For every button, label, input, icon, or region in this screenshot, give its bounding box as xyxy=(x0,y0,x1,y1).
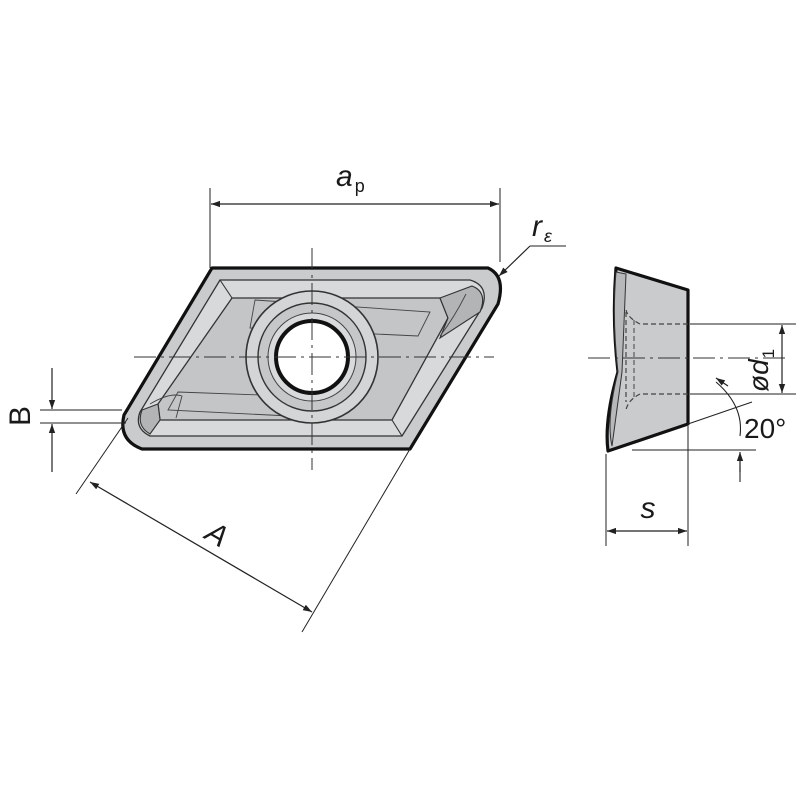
dimension-b: B xyxy=(4,368,126,472)
corner-facet-right xyxy=(438,285,484,340)
hidden-hole-outline xyxy=(625,309,688,411)
insert-side-view xyxy=(588,266,790,453)
dimension-s: s xyxy=(605,426,689,546)
corner-facet-left xyxy=(139,403,161,435)
insert-front-view xyxy=(121,248,502,470)
label-b: B xyxy=(4,406,37,426)
side-relief-face xyxy=(609,271,627,447)
label-s: s xyxy=(641,492,656,525)
dimension-angle: 20° xyxy=(632,377,786,482)
dimension-d1: ød1 xyxy=(690,323,796,395)
label-d1: ød1 xyxy=(743,349,778,392)
label-angle: 20° xyxy=(744,413,786,444)
